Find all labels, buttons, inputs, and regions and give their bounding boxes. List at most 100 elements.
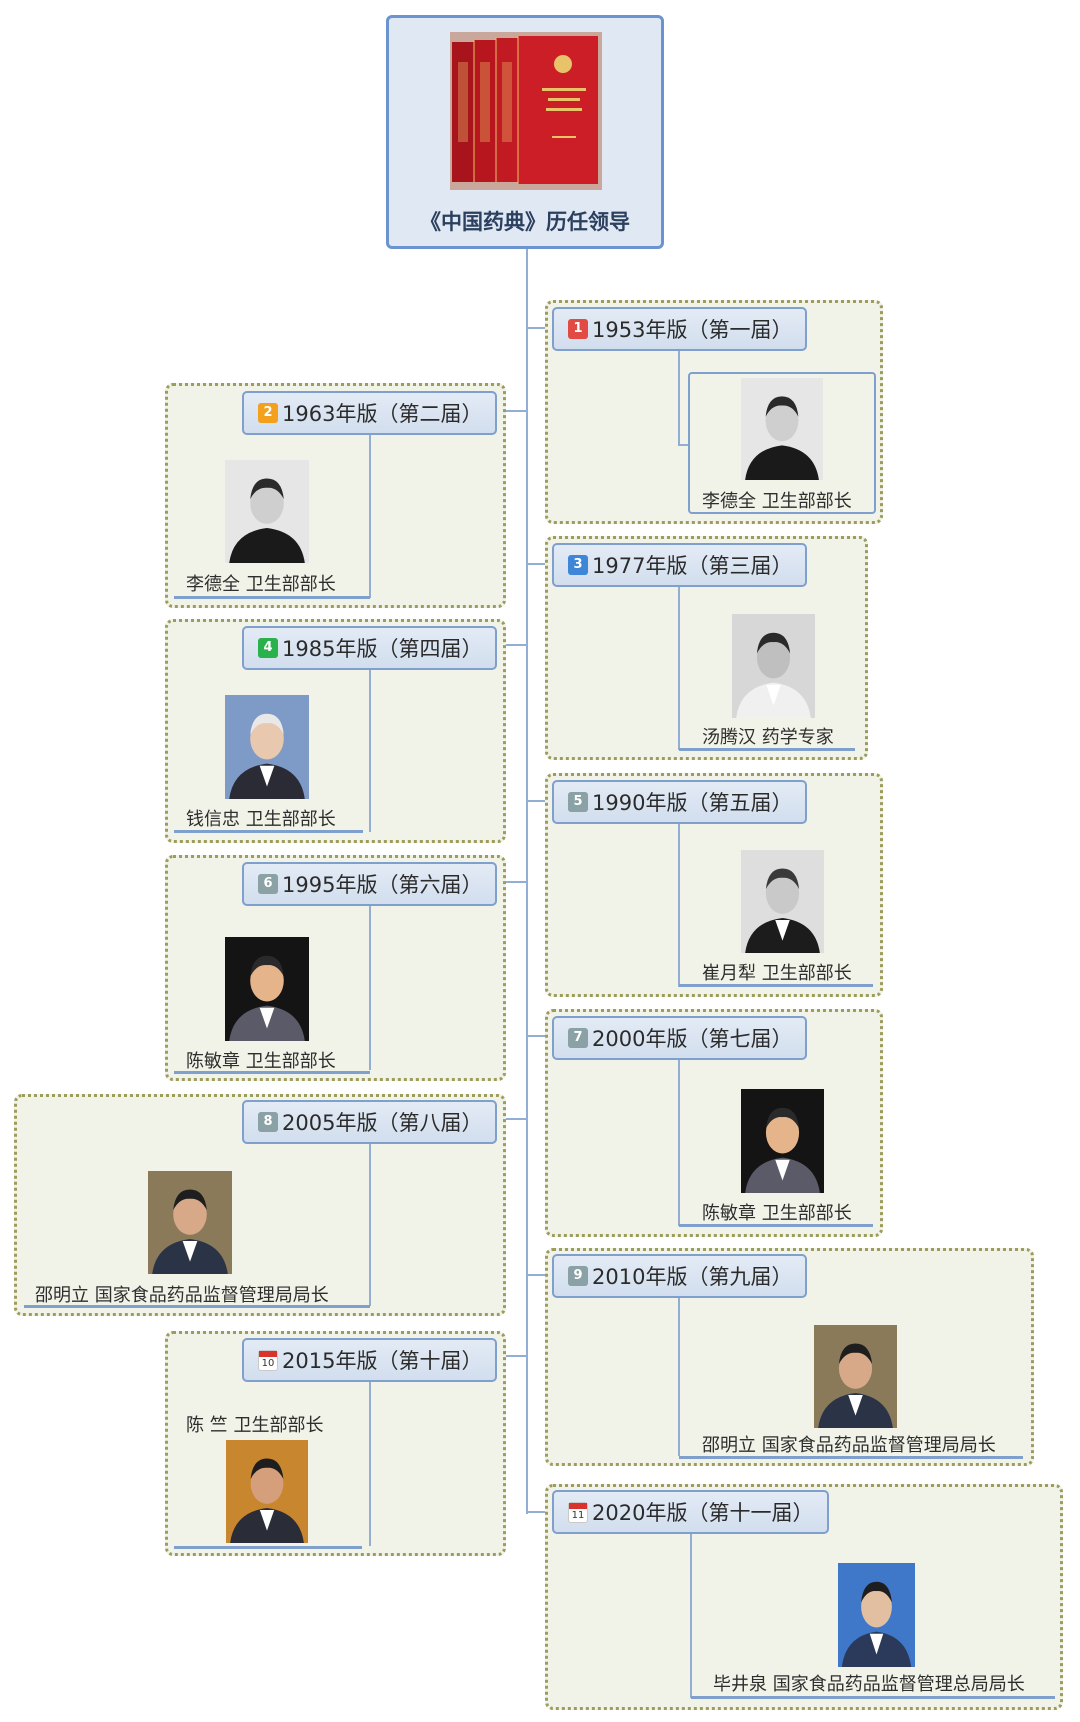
portrait-photo <box>225 460 309 563</box>
branch-line <box>678 1298 680 1456</box>
connector-1977 <box>526 563 550 565</box>
leader-caption: 钱信忠 卫生部部长 <box>186 809 336 830</box>
topic-label: 2010年版（第九届） <box>592 1265 793 1289</box>
topic-label: 1953年版（第一届） <box>592 318 793 342</box>
topic-label: 2015年版（第十届） <box>282 1349 483 1373</box>
leader-caption: 陈敏章 卫生部部长 <box>186 1051 336 1072</box>
topic-1963[interactable]: 2 1963年版（第二届） <box>242 391 497 435</box>
topic-1995[interactable]: 6 1995年版（第六届） <box>242 862 497 906</box>
topic-2010[interactable]: 9 2010年版（第九届） <box>552 1254 807 1298</box>
spine-connector <box>526 249 528 1514</box>
leader-caption: 陈 竺 卫生部部长 <box>186 1415 324 1436</box>
connector-1985 <box>503 644 527 646</box>
calendar-10-icon: 10 <box>258 1349 278 1371</box>
branch-line <box>678 1060 680 1226</box>
connector-1990 <box>526 800 550 802</box>
portrait-bi-jingquan <box>838 1563 915 1667</box>
caption-underline <box>679 1456 1023 1459</box>
caption-underline <box>691 1696 1055 1699</box>
leader-caption: 邵明立 国家食品药品监督管理局局长 <box>702 1435 996 1456</box>
caption-underline <box>174 830 363 833</box>
topic-label: 1985年版（第四届） <box>282 637 483 661</box>
leader-caption: 崔月犁 卫生部部长 <box>702 963 852 984</box>
priority-1-icon: 1 <box>568 319 588 339</box>
calendar-day: 10 <box>261 1357 275 1369</box>
priority-3-icon: 3 <box>568 555 588 575</box>
leader-caption: 李德全 卫生部部长 <box>186 574 336 595</box>
branch-line <box>678 824 680 987</box>
priority-2-icon: 2 <box>258 403 278 423</box>
caption-underline <box>679 984 873 987</box>
topic-label: 1990年版（第五届） <box>592 791 793 815</box>
branch-line <box>678 351 680 445</box>
branch-line <box>678 444 688 446</box>
caption-underline <box>679 748 855 751</box>
priority-7-icon: 7 <box>568 1028 588 1048</box>
connector-2005 <box>503 1118 527 1120</box>
branch-line <box>369 906 371 1070</box>
root-title: 《中国药典》历任领导 <box>420 210 630 234</box>
topic-2000[interactable]: 7 2000年版（第七届） <box>552 1016 807 1060</box>
connector-1953 <box>526 327 550 329</box>
portrait-photo <box>814 1325 897 1428</box>
caption-underline <box>174 596 370 599</box>
connector-2010 <box>526 1274 550 1276</box>
calendar-day: 11 <box>571 1509 585 1521</box>
topic-label: 2005年版（第八届） <box>282 1111 483 1135</box>
leader-caption: 邵明立 国家食品药品监督管理局局长 <box>35 1285 329 1306</box>
connector-2000 <box>526 1035 550 1037</box>
branch-line <box>369 1382 371 1546</box>
leader-caption: 李德全 卫生部部长 <box>702 491 852 512</box>
priority-4-icon: 4 <box>258 638 278 658</box>
topic-2005[interactable]: 8 2005年版（第八届） <box>242 1100 497 1144</box>
portrait-shao-mingli <box>814 1325 897 1428</box>
pharmacopoeia-book-cover <box>450 32 602 190</box>
topic-1977[interactable]: 3 1977年版（第三届） <box>552 543 807 587</box>
portrait-photo <box>741 850 824 953</box>
priority-8-icon: 8 <box>258 1112 278 1132</box>
portrait-photo <box>225 937 309 1041</box>
connector-2015 <box>503 1355 527 1357</box>
calendar-11-icon: 11 <box>568 1501 588 1523</box>
portrait-shao-mingli <box>148 1171 232 1274</box>
portrait-chen-minzhang <box>225 937 309 1041</box>
topic-label: 1977年版（第三届） <box>592 554 793 578</box>
topic-label: 2020年版（第十一届） <box>592 1501 814 1525</box>
portrait-photo <box>732 614 815 718</box>
topic-2015[interactable]: 10 2015年版（第十届） <box>242 1338 497 1382</box>
portrait-photo <box>148 1171 232 1274</box>
branch-line <box>369 435 371 598</box>
connector-2020 <box>526 1511 550 1513</box>
caption-underline <box>174 1546 362 1549</box>
topic-label: 2000年版（第七届） <box>592 1027 793 1051</box>
branch-line <box>369 1144 371 1306</box>
portrait-chen-zhu <box>226 1440 308 1543</box>
branch-line <box>690 1534 692 1698</box>
portrait-photo <box>741 1089 824 1193</box>
caption-underline <box>174 1071 370 1074</box>
priority-5-icon: 5 <box>568 792 588 812</box>
caption-underline <box>679 1224 873 1227</box>
portrait-photo <box>226 1440 308 1543</box>
root-topic[interactable]: 《中国药典》历任领导 <box>386 15 664 249</box>
portrait-li-dequan <box>741 378 823 480</box>
leader-caption: 毕井泉 国家食品药品监督管理总局局长 <box>713 1674 1025 1695</box>
portrait-photo <box>838 1563 915 1667</box>
leader-caption: 汤腾汉 药学专家 <box>702 727 834 748</box>
priority-9-icon: 9 <box>568 1266 588 1286</box>
topic-2020[interactable]: 11 2020年版（第十一届） <box>552 1490 829 1534</box>
portrait-photo <box>225 695 309 799</box>
branch-line <box>369 670 371 832</box>
priority-6-icon: 6 <box>258 874 278 894</box>
topic-1985[interactable]: 4 1985年版（第四届） <box>242 626 497 670</box>
portrait-photo <box>741 378 823 480</box>
topic-label: 1995年版（第六届） <box>282 873 483 897</box>
portrait-chen-minzhang <box>741 1089 824 1193</box>
connector-1963 <box>503 410 527 412</box>
topic-1953[interactable]: 1 1953年版（第一届） <box>552 307 807 351</box>
portrait-li-dequan <box>225 460 309 563</box>
branch-line <box>678 587 680 750</box>
caption-underline <box>24 1305 370 1308</box>
topic-1990[interactable]: 5 1990年版（第五届） <box>552 780 807 824</box>
connector-1995 <box>503 881 527 883</box>
